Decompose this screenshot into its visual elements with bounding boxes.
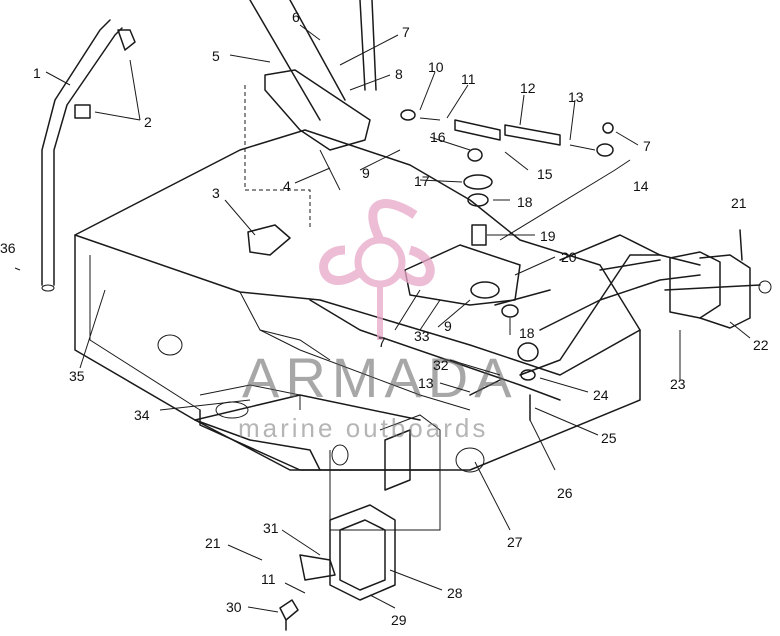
callout-26: 26	[557, 485, 573, 501]
callout-25: 25	[601, 430, 617, 446]
callout-5: 5	[212, 48, 220, 64]
callout-7b: 7	[643, 138, 651, 154]
callout-14: 14	[633, 178, 649, 194]
callout-36: 36	[0, 240, 16, 256]
linkage-rods	[400, 109, 614, 162]
callout-19: 19	[540, 228, 556, 244]
callout-3: 3	[212, 185, 220, 201]
armada-logo	[319, 199, 435, 340]
callout-18a: 18	[517, 194, 533, 210]
callout-30: 30	[226, 599, 242, 615]
callout-4: 4	[283, 178, 291, 194]
callout-1: 1	[33, 65, 41, 81]
bracket-3	[247, 224, 291, 256]
callout-23: 23	[670, 376, 686, 392]
callout-2: 2	[144, 114, 152, 130]
chassis-frame	[74, 129, 641, 531]
callout-11a: 11	[461, 71, 476, 87]
callout-10: 10	[428, 59, 444, 75]
callout-9b: 9	[444, 318, 452, 334]
callout-24: 24	[593, 387, 609, 403]
callout-34: 34	[134, 407, 150, 423]
callout-29: 29	[391, 612, 407, 628]
callout-35: 35	[69, 368, 85, 384]
callout-15: 15	[537, 166, 553, 182]
right-tube-assembly	[519, 229, 772, 376]
callout-18b: 18	[519, 325, 535, 341]
callout-labels: 1 2 3 4 5 6 7 8 10 11 12 13 7 16 15 9 17…	[0, 9, 769, 628]
callout-7c: 7	[378, 334, 386, 350]
watermark-brand: ARMADA	[242, 346, 518, 409]
callout-13a: 13	[568, 89, 584, 105]
callout-21b: 21	[205, 535, 221, 551]
upper-bracket	[244, 0, 377, 230]
callout-8: 8	[395, 66, 403, 82]
watermark-tagline: marine outboards	[238, 413, 488, 443]
callout-6: 6	[292, 9, 300, 25]
callout-20: 20	[561, 249, 577, 265]
callout-12: 12	[520, 80, 536, 96]
callout-32: 32	[433, 357, 449, 373]
control-tube	[41, 19, 136, 292]
callout-28: 28	[447, 585, 463, 601]
callout-11b: 11	[261, 571, 276, 587]
callout-27: 27	[507, 534, 523, 550]
callout-17: 17	[414, 173, 430, 189]
bottom-cover	[279, 504, 396, 631]
callout-33: 33	[414, 328, 430, 344]
callout-21a: 21	[731, 195, 747, 211]
center-hardware	[404, 174, 551, 421]
callout-9a: 9	[362, 165, 370, 181]
callout-22: 22	[753, 337, 769, 353]
leader-lines	[14, 24, 751, 613]
callout-13b: 13	[418, 375, 434, 391]
callout-7a: 7	[402, 24, 410, 40]
callout-31: 31	[263, 520, 279, 536]
callout-16: 16	[430, 129, 446, 145]
